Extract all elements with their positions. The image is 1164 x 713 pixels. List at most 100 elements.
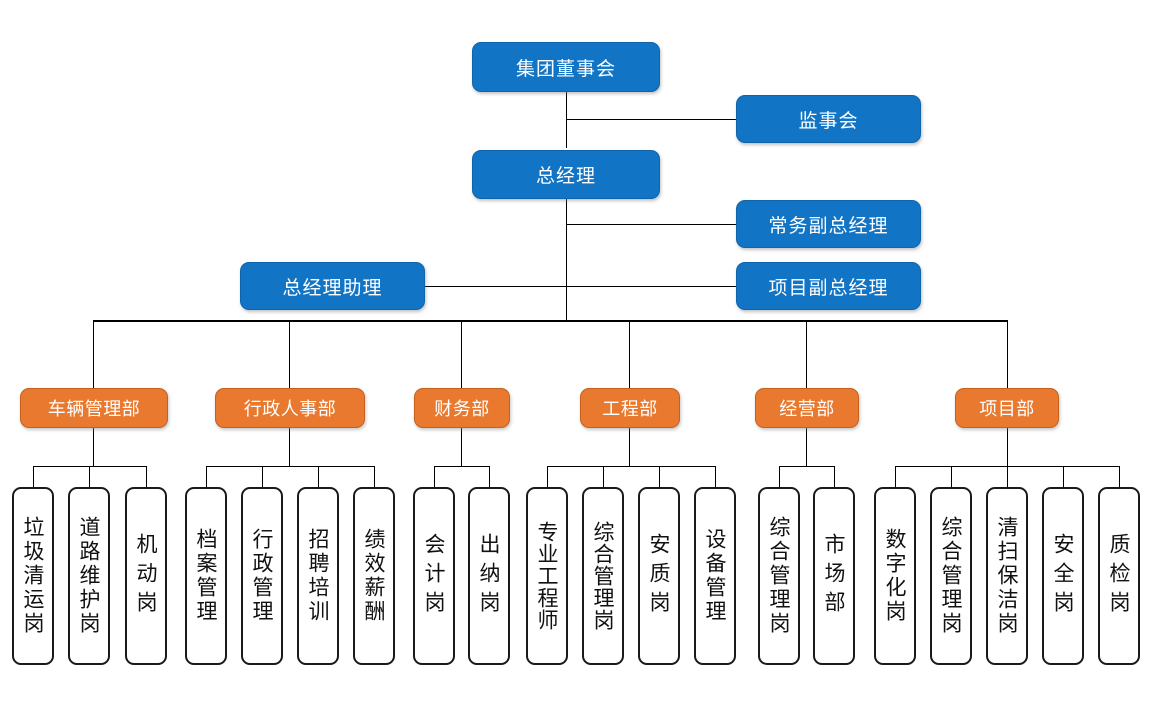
leaf-drop-4-1 xyxy=(547,466,548,487)
leaf-drop-6-1 xyxy=(895,466,896,487)
leaf-drop-2-4 xyxy=(374,466,375,487)
leaf-drop-4-3 xyxy=(659,466,660,487)
node-position[interactable]: 综合管理岗 xyxy=(758,487,800,665)
node-position[interactable]: 清扫保洁岗 xyxy=(986,487,1028,665)
node-position-label: 安全岗 xyxy=(1051,532,1076,620)
stem-dept-3 xyxy=(461,428,462,466)
node-general-manager-label: 总经理 xyxy=(535,165,596,187)
node-position[interactable]: 机动岗 xyxy=(125,487,167,665)
stem-dept-5 xyxy=(806,428,807,466)
stem-dept-4 xyxy=(629,428,630,466)
node-gm-assistant[interactable]: 总经理助理 xyxy=(240,262,425,310)
node-position[interactable]: 数字化岗 xyxy=(874,487,916,665)
node-position-label: 质检岗 xyxy=(1107,532,1132,620)
node-position-label: 机动岗 xyxy=(134,532,159,620)
leaf-drop-1-2 xyxy=(89,466,90,487)
node-position-label: 安质岗 xyxy=(647,532,672,620)
node-position[interactable]: 档案管理 xyxy=(185,487,227,665)
node-board-of-directors-label: 集团董事会 xyxy=(515,57,616,80)
node-position[interactable]: 综合管理岗 xyxy=(582,487,624,665)
node-position-label: 市场部 xyxy=(822,532,847,620)
leaf-drop-2-2 xyxy=(262,466,263,487)
node-department-finance[interactable]: 财务部 xyxy=(414,388,510,428)
connector-gm-to-bus xyxy=(566,199,567,321)
leaf-bus-3 xyxy=(434,466,489,467)
node-position[interactable]: 市场部 xyxy=(813,487,855,665)
node-department-admin-hr[interactable]: 行政人事部 xyxy=(215,388,365,428)
drop-dept-5 xyxy=(806,320,807,388)
node-department-operations[interactable]: 经营部 xyxy=(755,388,859,428)
drop-dept-4 xyxy=(629,320,630,388)
leaf-bus-5 xyxy=(779,466,834,467)
node-department-vehicle-management[interactable]: 车辆管理部 xyxy=(20,388,168,428)
leaf-drop-2-3 xyxy=(318,466,319,487)
connector-assistant-to-gm-stem xyxy=(425,286,567,287)
leaf-drop-5-2 xyxy=(834,466,835,487)
node-position[interactable]: 垃圾清运岗 xyxy=(12,487,54,665)
node-supervisory-board-label: 监事会 xyxy=(798,109,859,132)
node-position-label: 综合管理岗 xyxy=(939,516,964,636)
stem-dept-1 xyxy=(93,428,94,466)
node-department-label: 项目部 xyxy=(979,399,1035,420)
leaf-bus-2 xyxy=(206,466,374,467)
stem-dept-2 xyxy=(289,428,290,466)
node-position[interactable]: 行政管理 xyxy=(241,487,283,665)
node-position-label: 档案管理 xyxy=(194,528,219,624)
node-position[interactable]: 会计岗 xyxy=(413,487,455,665)
node-position-label: 综合管理岗 xyxy=(767,516,792,636)
connector-gm-stem-to-supervisory xyxy=(566,119,736,120)
node-position-label: 综合管理岗 xyxy=(591,521,616,631)
leaf-drop-2-1 xyxy=(206,466,207,487)
node-department-engineering[interactable]: 工程部 xyxy=(580,388,680,428)
node-position[interactable]: 质检岗 xyxy=(1098,487,1140,665)
stem-dept-6 xyxy=(1007,428,1008,466)
node-position-label: 数字化岗 xyxy=(883,528,908,624)
connector-board-to-gm xyxy=(566,92,567,148)
node-position-label: 垃圾清运岗 xyxy=(21,516,46,636)
node-department-label: 工程部 xyxy=(602,399,658,420)
node-position-label: 清扫保洁岗 xyxy=(995,516,1020,636)
node-position[interactable]: 出纳岗 xyxy=(468,487,510,665)
leaf-drop-5-1 xyxy=(779,466,780,487)
node-position-label: 出纳岗 xyxy=(477,532,502,620)
leaf-drop-1-1 xyxy=(33,466,34,487)
node-department-project[interactable]: 项目部 xyxy=(955,388,1059,428)
leaf-drop-3-2 xyxy=(489,466,490,487)
department-bus xyxy=(93,320,1008,322)
node-position[interactable]: 安全岗 xyxy=(1042,487,1084,665)
node-executive-deputy-gm[interactable]: 常务副总经理 xyxy=(736,200,921,248)
node-position-label: 绩效薪酬 xyxy=(362,528,387,624)
node-position-label: 道路维护岗 xyxy=(77,516,102,636)
drop-dept-3 xyxy=(461,320,462,388)
node-project-deputy-gm[interactable]: 项目副总经理 xyxy=(736,262,921,310)
node-position-label: 招聘培训 xyxy=(306,528,331,624)
node-board-of-directors[interactable]: 集团董事会 xyxy=(472,42,660,92)
connector-gm-to-project-deputy xyxy=(566,286,736,287)
node-supervisory-board[interactable]: 监事会 xyxy=(736,95,921,143)
node-position[interactable]: 绩效薪酬 xyxy=(353,487,395,665)
leaf-drop-1-3 xyxy=(146,466,147,487)
leaf-drop-3-1 xyxy=(434,466,435,487)
node-position[interactable]: 道路维护岗 xyxy=(68,487,110,665)
node-position[interactable]: 专业工程师 xyxy=(526,487,568,665)
node-position[interactable]: 安质岗 xyxy=(638,487,680,665)
node-executive-deputy-gm-label: 常务副总经理 xyxy=(768,214,889,237)
drop-dept-6 xyxy=(1007,320,1008,388)
drop-dept-1 xyxy=(93,320,94,388)
node-department-label: 经营部 xyxy=(779,399,835,420)
leaf-bus-4 xyxy=(547,466,715,467)
node-position-label: 设备管理 xyxy=(703,528,728,624)
node-position[interactable]: 设备管理 xyxy=(694,487,736,665)
node-position[interactable]: 招聘培训 xyxy=(297,487,339,665)
node-department-label: 行政人事部 xyxy=(243,399,337,420)
node-position[interactable]: 综合管理岗 xyxy=(930,487,972,665)
node-position-label: 专业工程师 xyxy=(535,521,560,631)
node-project-deputy-gm-label: 项目副总经理 xyxy=(768,276,889,299)
leaf-drop-4-4 xyxy=(715,466,716,487)
leaf-drop-6-3 xyxy=(1007,466,1008,487)
node-general-manager[interactable]: 总经理 xyxy=(472,150,660,199)
leaf-drop-6-2 xyxy=(951,466,952,487)
node-department-label: 财务部 xyxy=(434,399,490,420)
node-position-label: 行政管理 xyxy=(250,528,275,624)
